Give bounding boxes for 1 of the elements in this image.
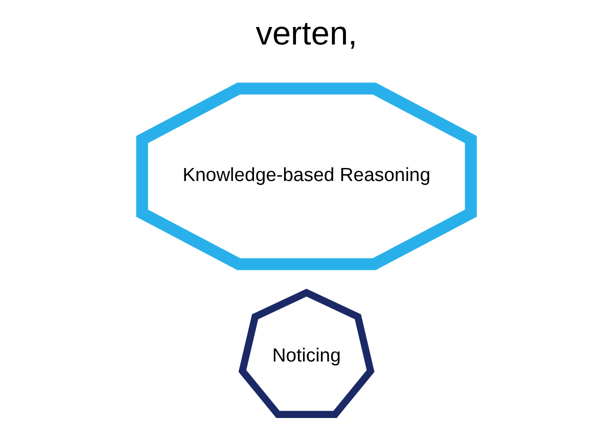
label: verten, bbox=[256, 15, 358, 52]
